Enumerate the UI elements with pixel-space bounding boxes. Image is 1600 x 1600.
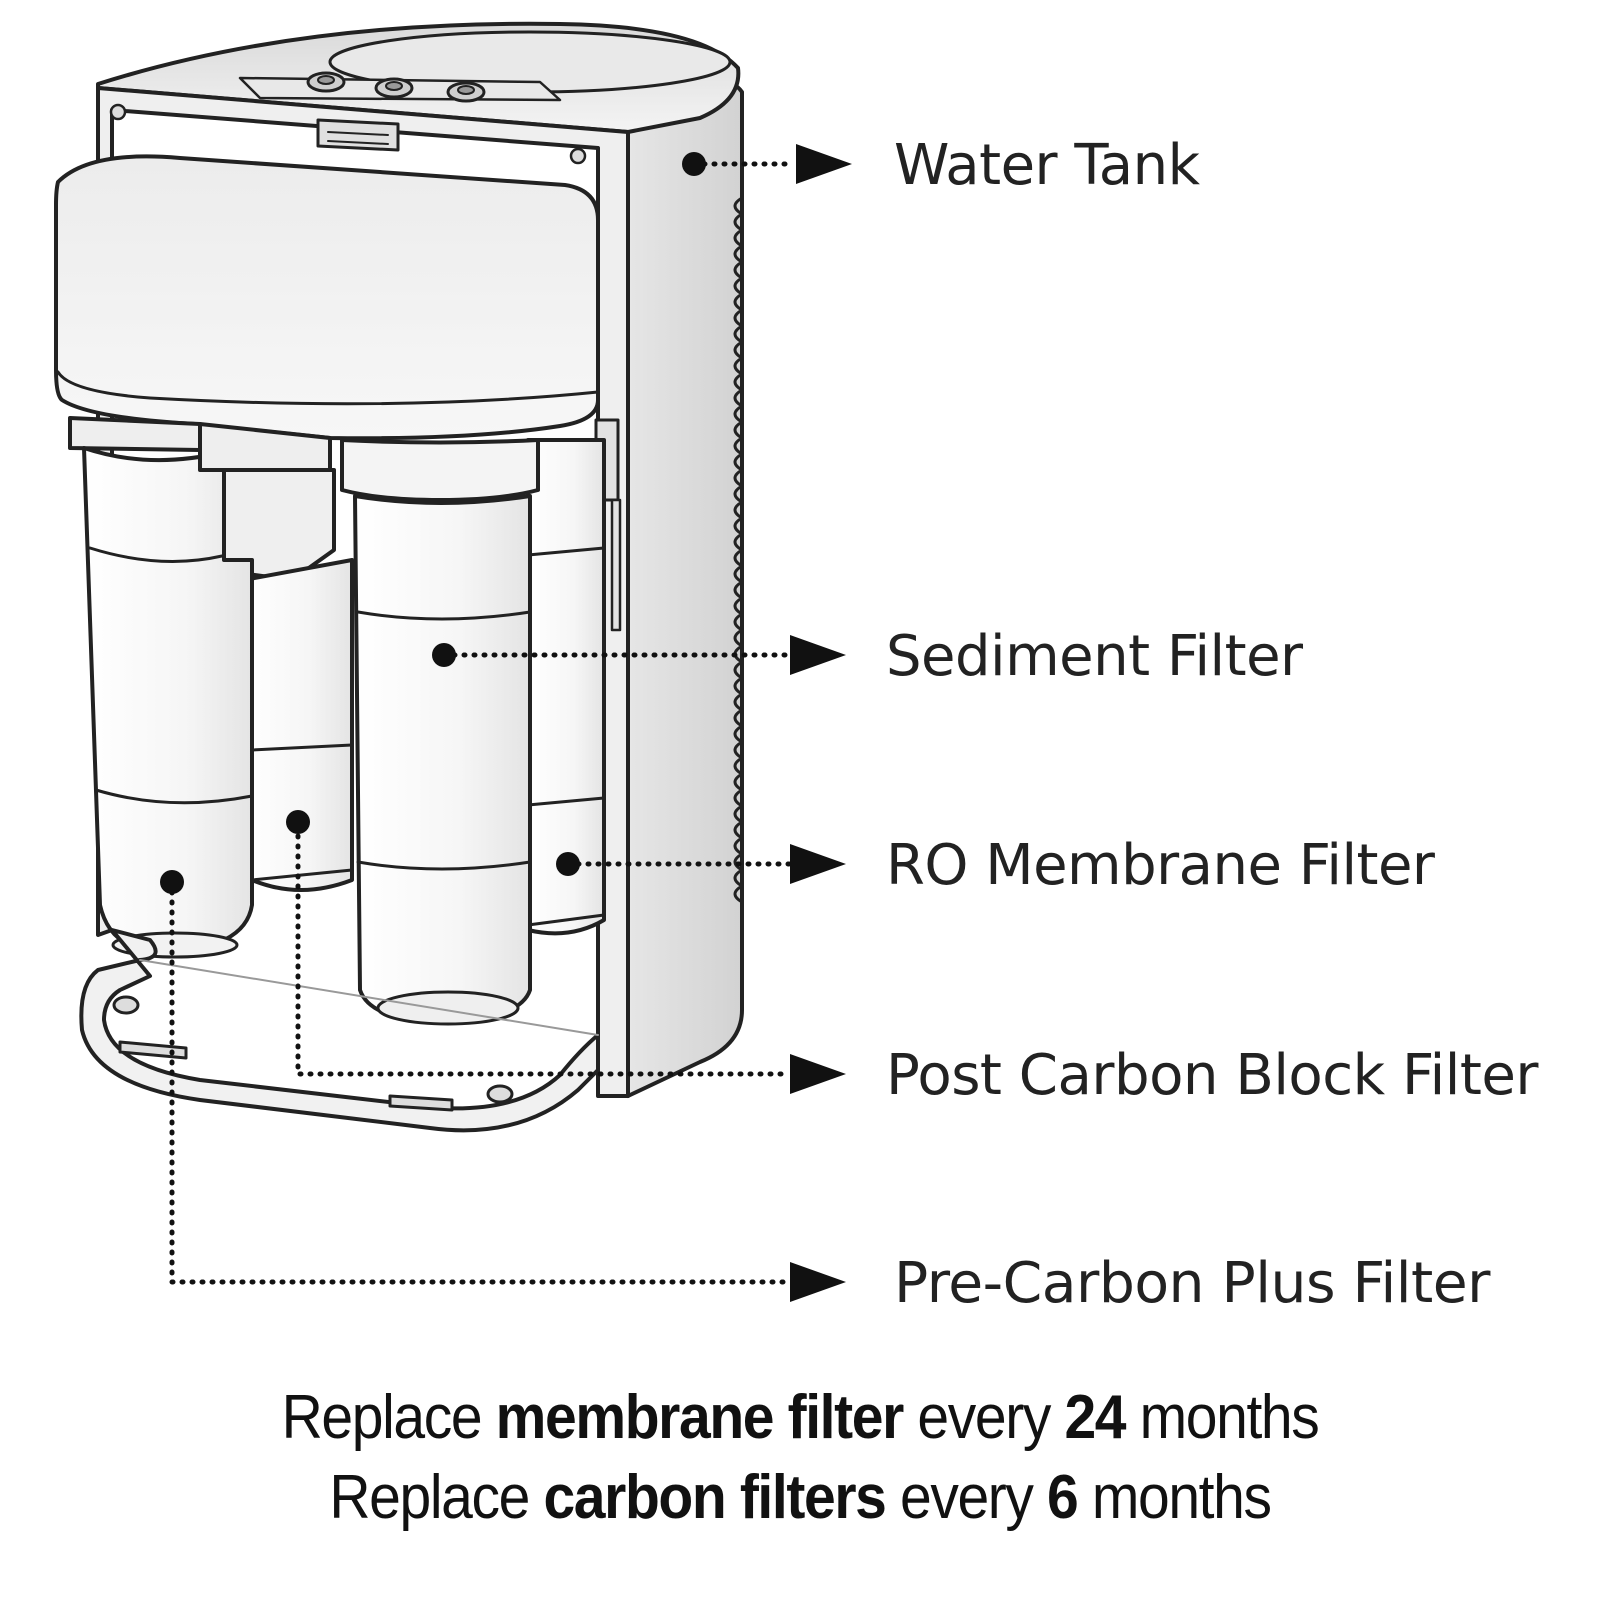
post-carbon-block-filter-label: Post Carbon Block Filter: [886, 1043, 1539, 1108]
caption-membrane: Replace membrane filter every 24 months: [64, 1382, 1536, 1453]
side-vent: [733, 196, 744, 904]
control-knob-3: [446, 81, 486, 103]
sediment-filter: [198, 422, 540, 1026]
side-rail-rod: [610, 498, 622, 632]
control-knob-1: [306, 71, 346, 93]
ro-membrane-filter-dot: [556, 852, 580, 876]
caption-item-text: membrane filter: [495, 1383, 905, 1452]
sediment-filter-arrow-icon: [790, 635, 846, 675]
water-tank: [54, 154, 600, 441]
tray-foot: [112, 995, 514, 1112]
ro-membrane-filter-arrow-icon: [790, 844, 846, 884]
pre-carbon-plus-filter: [68, 416, 254, 959]
purifier-unit: [54, 21, 744, 1133]
callout-dots: [160, 152, 706, 894]
caption-count-text: 6: [1047, 1463, 1079, 1532]
water-tank-dot: [682, 152, 706, 176]
ro-membrane-filter-label: RO Membrane Filter: [886, 833, 1436, 898]
control-knob-2: [374, 77, 414, 99]
sediment-filter-label: Sediment Filter: [886, 624, 1304, 689]
callout-arrows: [790, 144, 852, 1302]
pre-carbon-plus-filter-dot: [160, 870, 184, 894]
caption-replace-text: Replace: [329, 1463, 530, 1532]
pre-carbon-plus-filter-label: Pre-Carbon Plus Filter: [894, 1251, 1491, 1316]
caption-carbon: Replace carbon filters every 6 months: [64, 1462, 1536, 1533]
sediment-filter-dot: [432, 643, 456, 667]
callout-leaders: [169, 161, 793, 1285]
caption-replace-text: Replace: [281, 1383, 483, 1452]
pre-carbon-plus-filter-arrow-icon: [790, 1262, 846, 1302]
post-carbon-block-filter-dot: [286, 810, 310, 834]
caption-unit-text: months: [1091, 1463, 1272, 1532]
caption-unit-text: months: [1139, 1383, 1320, 1452]
post-carbon-block-filter-leader: [295, 823, 793, 1077]
post-carbon-block-filter: [216, 468, 354, 892]
post-carbon-block-filter-arrow-icon: [790, 1054, 846, 1094]
pre-carbon-plus-filter-leader: [169, 879, 793, 1285]
caption-every-text: every: [917, 1383, 1051, 1452]
caption-item-text: carbon filters: [543, 1463, 886, 1532]
caption-count-text: 24: [1064, 1383, 1126, 1452]
water-tank-arrow-icon: [796, 144, 852, 184]
caption-every-text: every: [899, 1463, 1034, 1532]
water-tank-label: Water Tank: [894, 133, 1201, 198]
side-panel: [626, 78, 744, 1098]
